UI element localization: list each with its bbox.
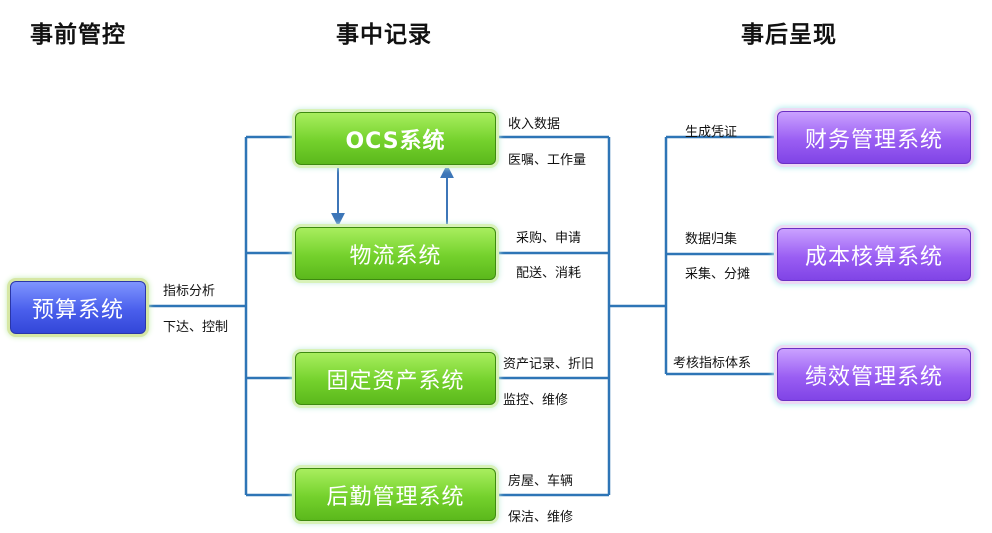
finance-system-box: 财务管理系统 bbox=[777, 111, 971, 164]
heading-before: 事前管控 bbox=[30, 22, 126, 48]
label-budget-analysis: 指标分析 bbox=[163, 284, 216, 299]
performance-system-box: 绩效管理系统 bbox=[777, 348, 971, 401]
label-performance-kpi: 考核指标体系 bbox=[673, 356, 752, 371]
ocs-system-box: OCS系统 bbox=[295, 112, 496, 165]
fixed-assets-system-box: 固定资产系统 bbox=[295, 352, 496, 405]
heading-after: 事后呈现 bbox=[741, 22, 837, 48]
label-ocs-income: 收入数据 bbox=[508, 117, 561, 132]
label-assets-records: 资产记录、折旧 bbox=[503, 357, 595, 372]
label-logistics-delivery: 配送、消耗 bbox=[516, 266, 582, 281]
label-cost-collect: 数据归集 bbox=[685, 232, 738, 247]
label-mgmt-cleaning: 保洁、维修 bbox=[508, 510, 574, 525]
logistics-management-system-box: 后勤管理系统 bbox=[295, 468, 496, 521]
label-ocs-orders: 医嘱、工作量 bbox=[508, 153, 587, 168]
label-mgmt-buildings: 房屋、车辆 bbox=[508, 474, 574, 489]
logistics-system-box: 物流系统 bbox=[295, 227, 496, 280]
cost-system-box: 成本核算系统 bbox=[777, 228, 971, 281]
label-budget-control: 下达、控制 bbox=[163, 320, 229, 335]
label-finance-voucher: 生成凭证 bbox=[685, 125, 738, 140]
heading-during: 事中记录 bbox=[336, 22, 432, 48]
label-logistics-purchase: 采购、申请 bbox=[516, 231, 582, 246]
label-assets-monitor: 监控、维修 bbox=[503, 393, 569, 408]
budget-system-box: 预算系统 bbox=[10, 281, 146, 334]
label-cost-allocate: 采集、分摊 bbox=[685, 267, 751, 282]
